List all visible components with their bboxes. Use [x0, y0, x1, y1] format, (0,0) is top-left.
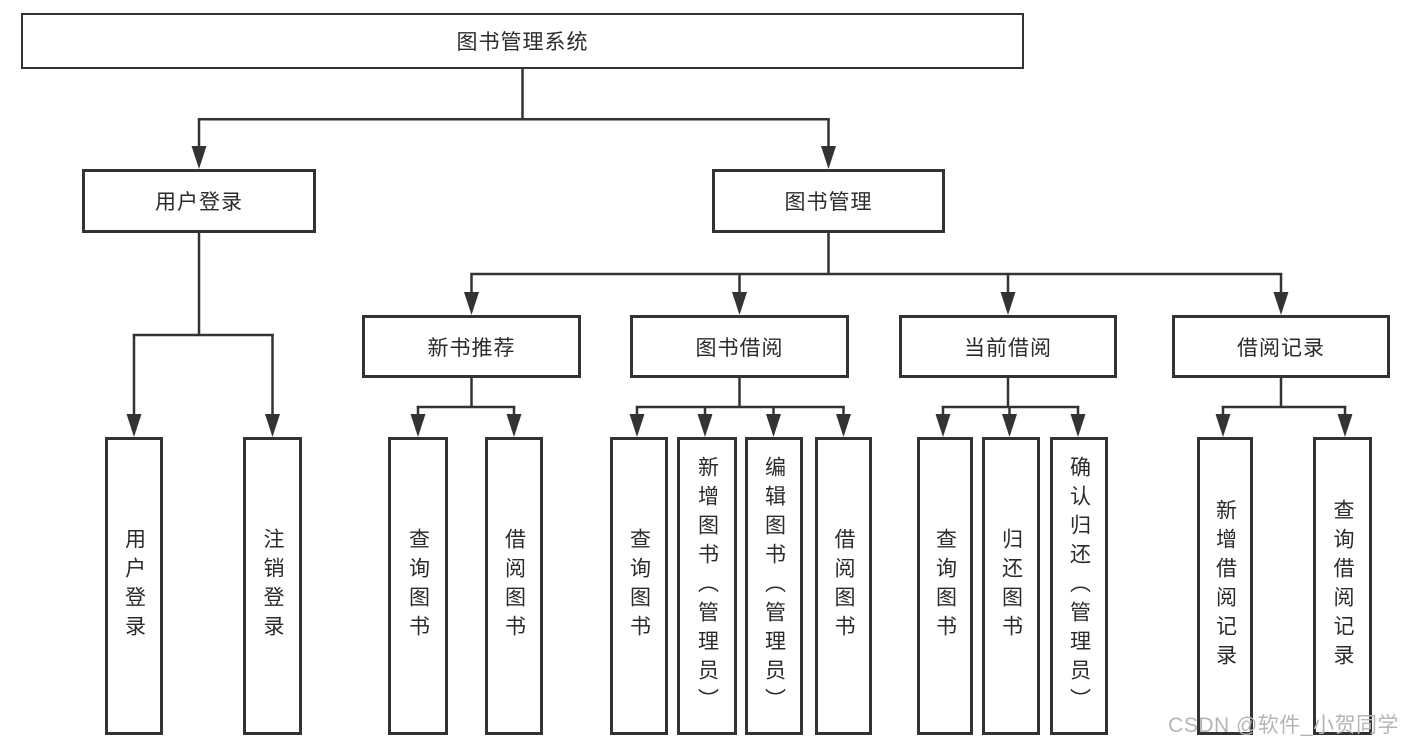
node-label: 借阅图书: [832, 528, 855, 644]
connector-current-to-leaves: [935, 377, 1086, 437]
leaf-current-return-books: 归还图书: [982, 437, 1040, 735]
node-label: 归还图书: [999, 528, 1023, 644]
node-label: 用户登录: [122, 528, 146, 644]
connector-borrow-to-leaves: [629, 377, 851, 437]
leaf-user-login: 用户登录: [105, 437, 163, 735]
leaf-borrow-add-books-admin: 新增图书（管理员）: [677, 437, 737, 735]
leaf-current-query-books: 查询图书: [917, 437, 973, 735]
node-label: 确认归还（管理员）: [1067, 455, 1091, 717]
leaf-records-add-record: 新增借阅记录: [1197, 437, 1253, 735]
node-label: 新增借阅记录: [1213, 499, 1237, 673]
node-current-borrowing: 当前借阅: [899, 315, 1117, 378]
node-label: 借阅记录: [1237, 336, 1325, 360]
node-label: 查询图书: [406, 528, 430, 644]
leaf-rec-borrow-books: 借阅图书: [485, 437, 543, 735]
node-label: 图书借阅: [695, 336, 784, 360]
node-label: 用户登录: [155, 191, 243, 214]
node-label: 编辑图书（管理员）: [762, 455, 786, 717]
node-label: 新增图书（管理员）: [695, 455, 719, 717]
connector-mgmt-to-level2: [464, 232, 1289, 315]
node-borrow-records: 借阅记录: [1172, 315, 1390, 378]
leaf-records-query-record: 查询借阅记录: [1313, 437, 1372, 735]
node-label: 注销登录: [261, 528, 284, 644]
node-new-book-recommend: 新书推荐: [362, 315, 581, 378]
node-book-borrowing: 图书借阅: [630, 315, 849, 378]
node-label: 图书管理: [784, 191, 873, 214]
connector-records-to-leaves: [1215, 376, 1353, 437]
leaf-logout: 注销登录: [243, 437, 302, 735]
leaf-current-confirm-return-admin: 确认归还（管理员）: [1050, 437, 1108, 735]
leaf-borrow-borrow-books: 借阅图书: [815, 437, 872, 735]
node-label: 查询借阅记录: [1331, 499, 1354, 673]
node-label: 查询图书: [627, 528, 651, 644]
connector-root-to-level1: [191, 68, 836, 169]
node-label: 借阅图书: [502, 528, 526, 644]
csdn-watermark: CSDN @软件_小贺同学: [1168, 714, 1399, 737]
node-book-management: 图书管理: [712, 169, 945, 233]
connector-rec-to-leaves: [410, 377, 522, 437]
node-user-login: 用户登录: [82, 169, 316, 233]
node-label: 新书推荐: [427, 336, 516, 360]
node-label: 图书管理系统: [456, 31, 589, 54]
leaf-borrow-query-books: 查询图书: [610, 437, 668, 735]
node-library-system: 图书管理系统: [21, 13, 1024, 69]
node-label: 查询图书: [933, 528, 957, 644]
node-label: 当前借阅: [964, 336, 1052, 360]
leaf-rec-query-books: 查询图书: [388, 437, 448, 735]
connector-login-to-leaves: [126, 232, 280, 437]
leaf-borrow-edit-books-admin: 编辑图书（管理员）: [745, 437, 803, 735]
